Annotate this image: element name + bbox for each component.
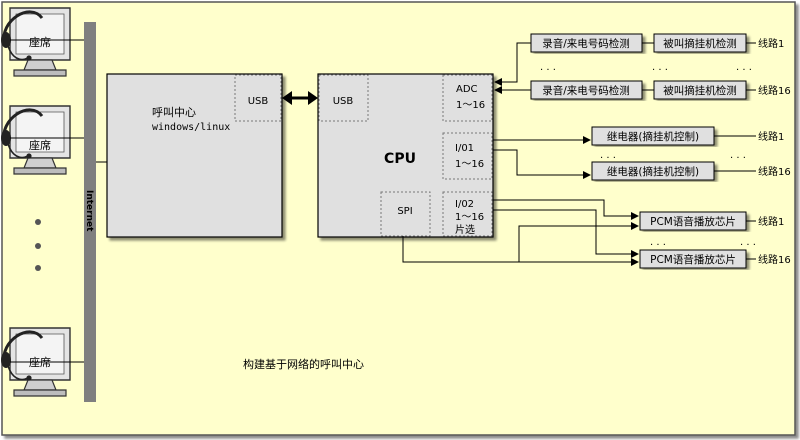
svg-text:. . .: . . . xyxy=(650,237,666,248)
relay-row-1: 继电器(摘挂机控制) 线路1 xyxy=(591,126,784,146)
io2-spi-connectors xyxy=(402,199,639,266)
dtmf-detector-label: 录音/来电号码检测 xyxy=(542,37,630,50)
cpu-adc-port xyxy=(442,74,493,122)
relay-label: 继电器(摘挂机控制) xyxy=(607,130,699,143)
io1-connectors xyxy=(493,136,591,179)
line-label: 线路16 xyxy=(758,84,791,97)
io2-name: I/02 xyxy=(455,199,474,210)
io2-range: 1～16 xyxy=(455,212,484,223)
svg-text:. . .: . . . xyxy=(730,150,746,161)
io2-extra: 片选 xyxy=(455,223,475,236)
hook-detector-label: 被叫摘挂机检测 xyxy=(663,37,737,50)
callcenter-os: windows/linux xyxy=(152,122,230,133)
cpu-usb-port xyxy=(318,74,369,122)
line-label: 线路1 xyxy=(758,130,784,143)
callcenter-usb-label: USB xyxy=(248,96,269,107)
diagram-caption: 构建基于网络的呼叫中心 xyxy=(243,357,364,371)
pcm-label: PCM语音播放芯片 xyxy=(650,215,736,228)
svg-text:. . .: . . . xyxy=(540,62,556,73)
pcm-row-16: PCM语音播放芯片 线路16 xyxy=(639,249,791,269)
svg-text:. . .: . . . xyxy=(600,150,616,161)
svg-text:. . .: . . . xyxy=(736,62,752,73)
cpu-io1-port xyxy=(442,132,493,180)
seat-ellipsis xyxy=(35,219,41,271)
svg-text:. . .: . . . xyxy=(652,62,668,73)
call-center-block: USB 呼叫中心 windows/linux xyxy=(106,73,283,238)
relay-label: 继电器(摘挂机控制) xyxy=(607,165,699,178)
pcm-row-1: PCM语音播放芯片 线路1 xyxy=(639,211,784,231)
adc-range: 1～16 xyxy=(456,100,485,111)
seat-label: 座席 xyxy=(29,138,51,152)
svg-text:. . .: . . . xyxy=(740,237,756,248)
relay-ellipsis: . . . . . . xyxy=(600,150,746,161)
io1-name: I/01 xyxy=(455,143,474,154)
line-label: 线路16 xyxy=(758,253,791,266)
dtmf-ellipsis: . . . . . . . . . xyxy=(540,62,752,73)
internet-bus-label: Internet xyxy=(84,190,94,232)
internet-bus xyxy=(84,22,96,402)
hook-detector-label: 被叫摘挂机检测 xyxy=(663,84,737,97)
dtmf-detector-label: 录音/来电号码检测 xyxy=(542,84,630,97)
spi-label: SPI xyxy=(397,206,412,217)
cpu-io2-port xyxy=(442,191,493,237)
cpu-spi-port xyxy=(380,191,431,237)
line-label: 线路1 xyxy=(758,215,784,228)
cpu-block: USB ADC 1～16 I/01 1～16 I/02 1～16 片选 SPI … xyxy=(317,73,494,238)
adc-connectors xyxy=(494,42,531,94)
callcenter-usb-port xyxy=(234,74,282,122)
double-arrow-icon xyxy=(282,91,318,105)
pcm-ellipsis: . . . . . . xyxy=(650,237,756,248)
adc-name: ADC xyxy=(456,84,478,95)
line-label: 线路16 xyxy=(758,165,791,178)
seat-1: 座席 xyxy=(0,6,84,78)
seat-label: 座席 xyxy=(29,35,51,49)
relay-row-16: 继电器(摘挂机控制) 线路16 xyxy=(591,161,791,181)
callcenter-title: 呼叫中心 xyxy=(152,106,196,119)
pcm-label: PCM语音播放芯片 xyxy=(650,253,736,266)
io1-range: 1～16 xyxy=(455,159,484,170)
cpu-usb-label: USB xyxy=(333,96,354,107)
dtmf-row-16: 录音/来电号码检测 被叫摘挂机检测 线路16 xyxy=(530,80,791,100)
line-label: 线路1 xyxy=(758,37,784,50)
dtmf-row-1: 录音/来电号码检测 被叫摘挂机检测 线路1 xyxy=(530,33,784,53)
cpu-label: CPU xyxy=(384,151,416,167)
seat-3: 座席 xyxy=(0,326,84,398)
seat-2: 座席 xyxy=(0,104,84,176)
